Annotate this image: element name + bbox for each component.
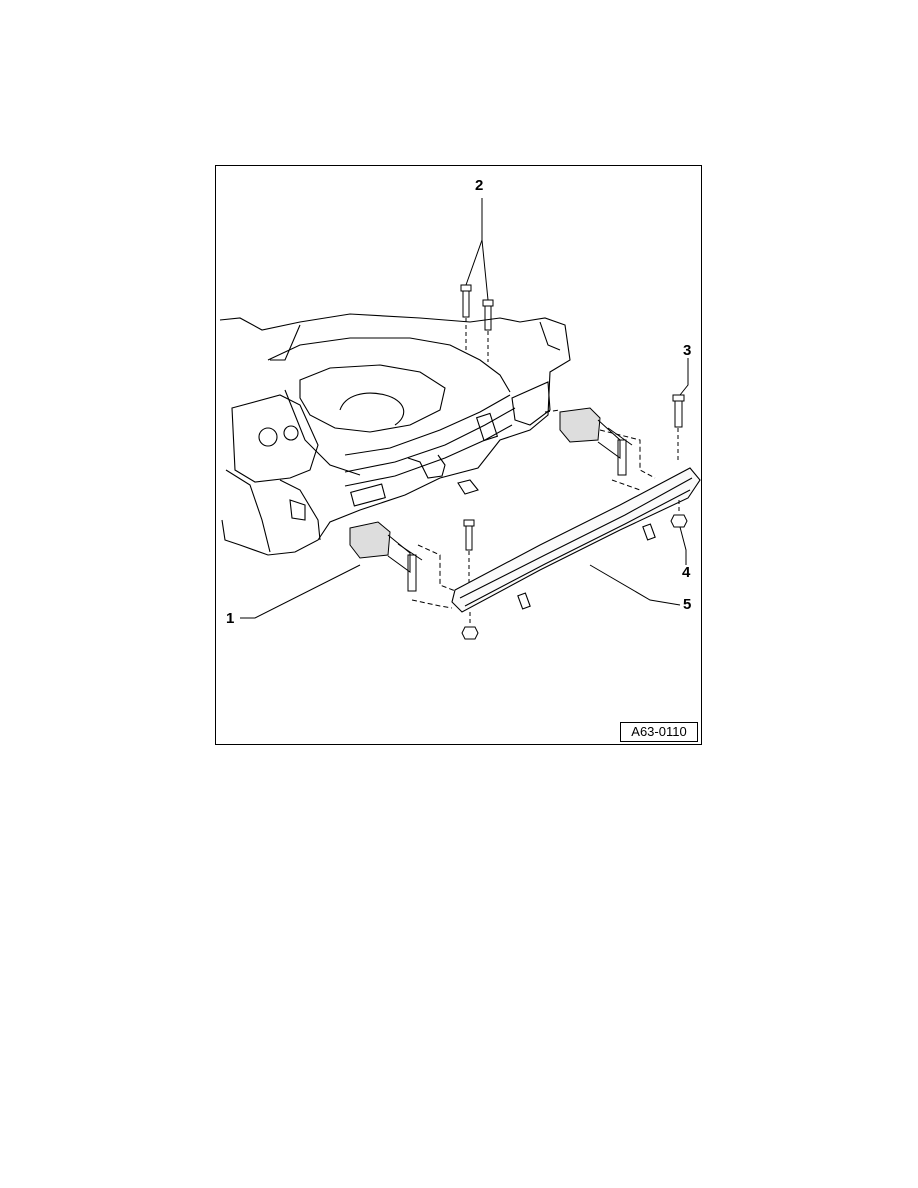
callout-4: 4 [682,564,691,581]
leader-lines [240,198,689,619]
bolt-2b [482,299,494,331]
figure-frame [215,165,702,745]
nut-lower [461,626,479,640]
deformation-element-right [559,407,633,476]
bolt-2a [460,284,472,318]
deformation-element-left [349,521,423,592]
bumper-bracket [451,467,701,613]
callout-5: 5 [683,596,692,613]
bolt-lower [463,519,475,551]
callout-3: 3 [683,342,692,359]
callout-1: 1 [226,610,235,627]
bolt-3 [672,394,685,428]
vehicle-rear-body [219,313,571,556]
callout-2: 2 [475,177,484,194]
nut-4 [670,514,688,528]
figure-id-label: A63-0110 [620,722,698,742]
